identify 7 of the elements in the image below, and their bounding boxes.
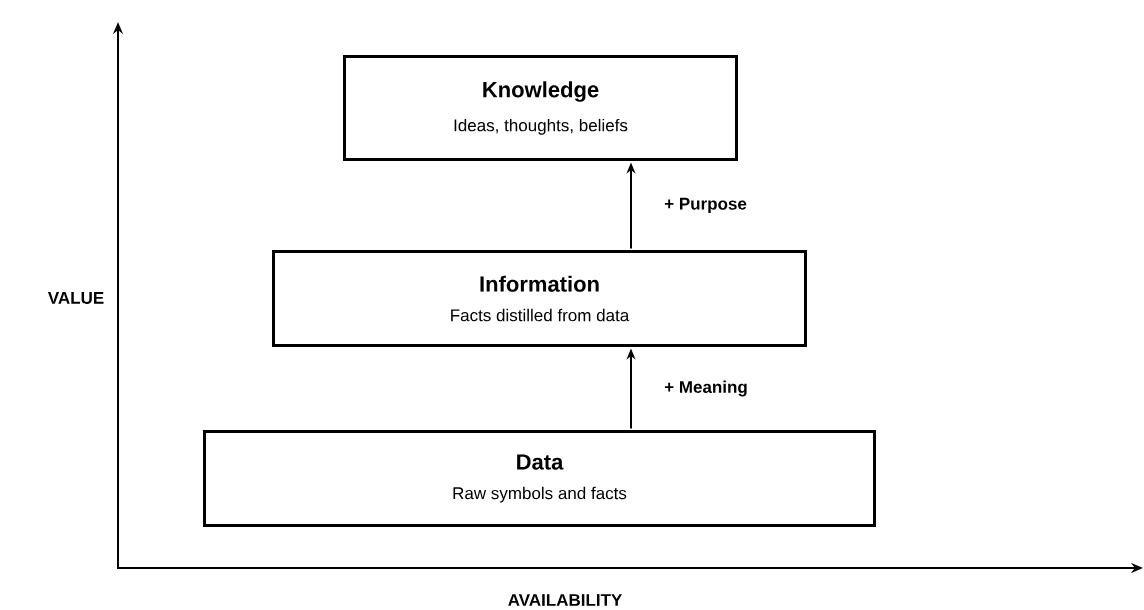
- edge-label: + Meaning: [664, 380, 747, 397]
- edge-label: + Purpose: [664, 197, 747, 214]
- axis-label: VALUE: [47, 292, 104, 304]
- text-box: Data Raw symbols and facts: [203, 430, 876, 527]
- text-box: Knowledge Ideas, thoughts, beliefs: [343, 55, 738, 161]
- text-box: Information Facts distilled from data: [272, 250, 807, 347]
- axis-label: AVAILABILITY: [508, 594, 623, 606]
